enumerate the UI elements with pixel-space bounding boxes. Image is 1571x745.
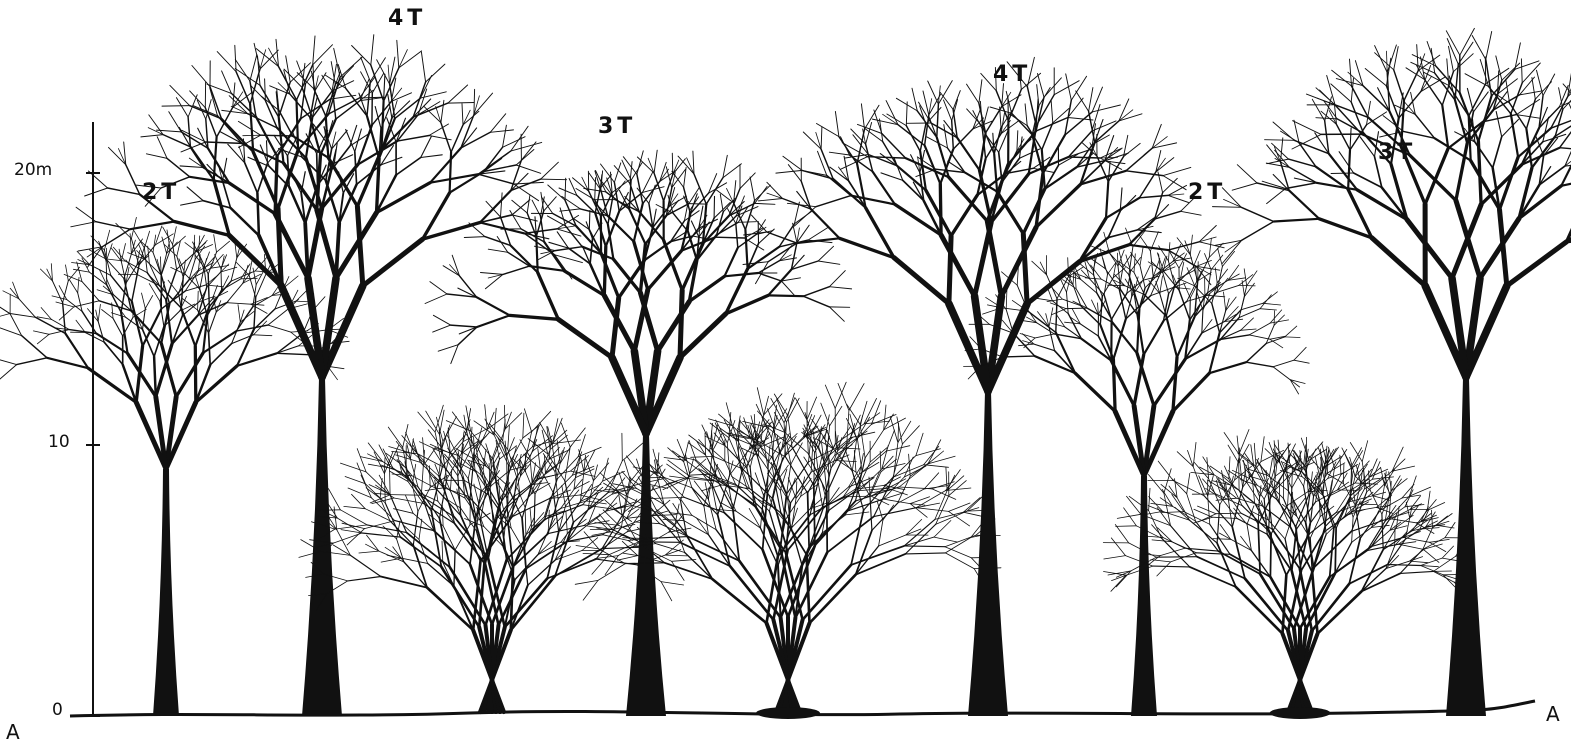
section-end-label: A	[1546, 702, 1560, 726]
tree-label-6: 4T	[993, 62, 1031, 87]
tree-label-1: 2T	[142, 180, 180, 205]
tick-label-10: 10	[48, 432, 70, 452]
tree-9	[1213, 28, 1571, 716]
section-start-label: A	[6, 720, 20, 744]
tree-label-4: 3T	[598, 114, 636, 139]
tree-label-2: 4T	[388, 6, 426, 31]
shrub-8	[1103, 430, 1474, 720]
trees-layer	[0, 28, 1571, 719]
tree-2	[71, 35, 583, 716]
tick-label-20: 20m	[14, 160, 52, 180]
tree-label-9: 3T	[1378, 140, 1416, 165]
tick-label-0: 0	[52, 700, 63, 720]
tree-label-7: 2T	[1188, 180, 1226, 205]
tree-1	[0, 217, 349, 716]
